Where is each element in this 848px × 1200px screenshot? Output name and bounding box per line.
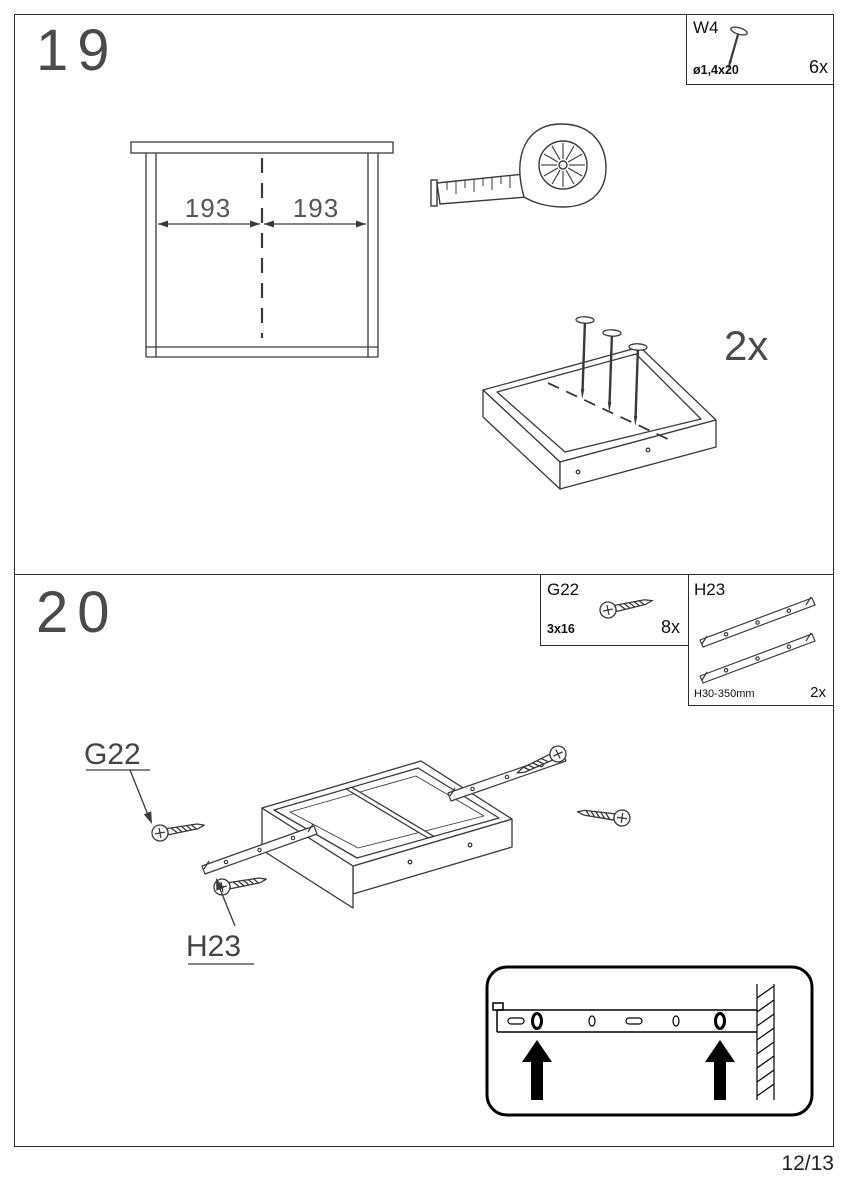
nailing-centerline [547, 382, 673, 442]
rail-side-view [492, 1002, 757, 1033]
page-number: 12/13 [781, 1152, 834, 1175]
h23-qty: 2x [810, 684, 826, 701]
w4-code: W4 [693, 18, 719, 37]
step19-repeat-qty: 2x [724, 322, 769, 369]
g22-qty: 8x [660, 617, 680, 637]
step19-frame [14, 14, 834, 575]
w4-spec: ø1,4x20 [693, 63, 739, 77]
panel-dimension-diagram [130, 141, 394, 358]
panel-section-hatch [756, 984, 775, 1100]
rail-detail-inset [485, 965, 814, 1117]
drawer-exploded-diagram [86, 742, 632, 965]
screw-icon [575, 803, 632, 828]
g22-code: G22 [547, 580, 580, 599]
g22-part-label: G22 [84, 738, 141, 771]
drawer-nailing-diagram [482, 315, 717, 490]
g22-spec: 3x16 [547, 622, 575, 636]
step20-number: 20 [36, 580, 119, 645]
w4-qty: 6x [808, 57, 828, 77]
rail-left [201, 823, 318, 875]
rail-icons-h23 [699, 596, 816, 684]
pointer-arrows [522, 1040, 735, 1100]
h23-spec: H30-350mm [694, 688, 755, 700]
h23-code: H23 [694, 580, 726, 599]
step20-frame [14, 575, 834, 1147]
dimension-label-left: 193 [184, 193, 232, 223]
highlighted-hole [531, 1012, 543, 1030]
h23-part-label: H23 [186, 930, 242, 963]
hardware-box-w4 [686, 14, 834, 85]
hardware-box-g22 [540, 575, 688, 646]
dimension-label-right: 193 [292, 193, 340, 223]
screw-icon-g22 [597, 592, 655, 621]
screw-icon [150, 816, 207, 843]
highlighted-hole [714, 1012, 726, 1030]
step19-number: 19 [36, 18, 119, 83]
hardware-box-h23 [688, 575, 834, 706]
tape-measure-icon [430, 123, 607, 208]
label-leaders [86, 769, 254, 965]
